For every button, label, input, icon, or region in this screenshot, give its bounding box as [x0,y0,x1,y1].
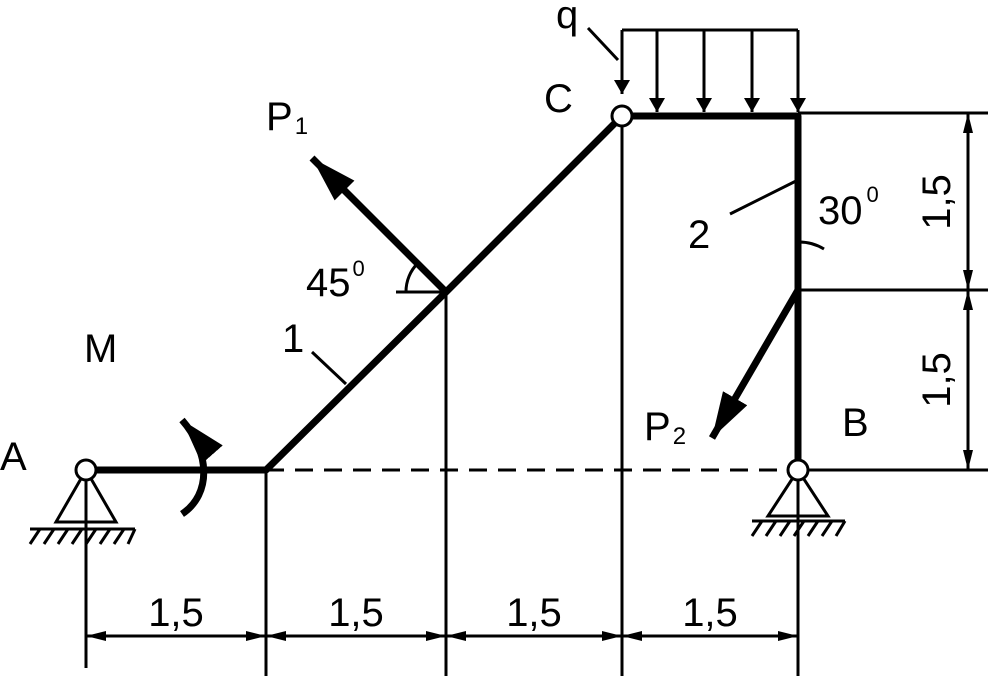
leader-1 [310,350,348,386]
hinge-c [610,104,634,128]
structure [86,112,802,474]
angle-45-value: 45 [306,261,351,305]
dim-label-v-1: 1,5 [915,174,959,230]
hinge-a [74,458,98,482]
angle-30-value: 30 [818,189,863,233]
moment-m [179,417,223,517]
label-m: M [84,327,117,371]
distributed-load-q [586,26,806,112]
label-b: B [842,401,869,445]
dimension-lines [86,113,973,641]
label-p1: P1 [266,95,308,140]
label-c: C [544,77,573,121]
p2-arrow [708,288,802,440]
label-p2-base: P [644,405,671,449]
p1-arrow [309,155,447,293]
force-p2 [708,240,825,440]
force-p1 [309,155,447,294]
label-a: A [0,435,27,479]
angle-30-degree: 0 [867,182,879,207]
label-p2: P2 [644,405,686,450]
member-1 [86,113,625,474]
dim-label-h-1: 1,5 [148,591,204,635]
dim-label-h-3: 1,5 [506,591,562,635]
member-leaders [310,178,799,386]
p1-angle-arc [404,261,420,293]
moment-arc [179,417,223,517]
support-a [28,466,137,545]
dim-label-h-2: 1,5 [328,591,384,635]
support-b [750,467,847,537]
hinge-b [786,458,810,482]
label-p1-sub: 1 [295,113,308,140]
p2-angle-arc [797,240,825,251]
support-b-triangle [765,467,831,518]
support-b-hatch [750,520,847,537]
label-p2-sub: 2 [673,423,686,450]
support-a-hatch [28,528,137,545]
support-a-triangle [53,466,119,524]
dim-label-h-4: 1,5 [682,591,738,635]
dim-label-v-2: 1,5 [915,352,959,408]
extension-lines [84,111,988,676]
label-q: q [556,0,578,37]
leader-2 [729,178,799,216]
label-member-2: 2 [688,213,710,257]
label-member-1: 1 [282,317,304,361]
member-2 [622,112,802,470]
label-p1-base: P [266,95,293,139]
q-leader [586,26,620,62]
label-angle-45: 450 [306,256,365,305]
angle-45-degree: 0 [353,256,365,281]
